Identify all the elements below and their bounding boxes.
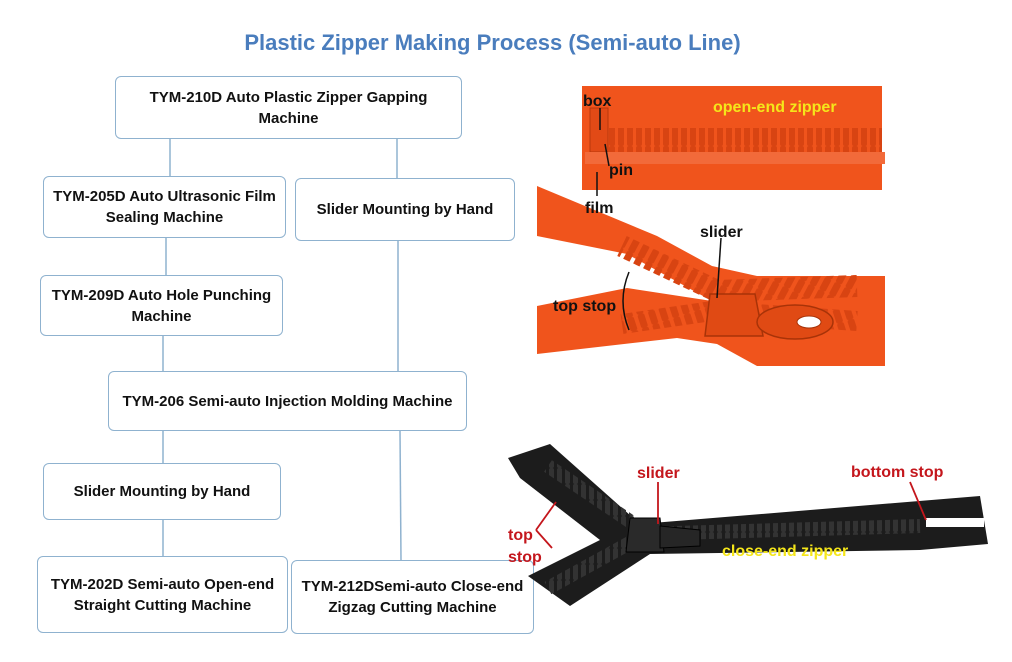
label-top-stop-line1: top — [508, 527, 533, 544]
process-box-slider-mounting-left: Slider Mounting by Hand — [43, 463, 281, 520]
label-top-stop: top stop — [553, 298, 616, 315]
open-end-upper-teeth — [617, 236, 858, 303]
process-box-zigzag-cutting: TYM-212DSemi-auto Close-end Zigzag Cutti… — [291, 560, 534, 634]
caption-open-end-zipper: open-end zipper — [713, 99, 837, 116]
bottom-stop-gap — [926, 518, 984, 527]
close-end-zipper-photo: slider bottom stop top stop close-end zi… — [508, 444, 988, 606]
caption-close-end-zipper: close-end zipper — [722, 543, 848, 560]
label-film: film — [585, 200, 613, 217]
open-end-top-teeth — [595, 128, 882, 152]
zipper-film — [585, 152, 885, 164]
page-title: Plastic Zipper Making Process (Semi-auto… — [244, 30, 741, 55]
process-box-straight-cutting: TYM-202D Semi-auto Open-end Straight Cut… — [37, 556, 288, 633]
process-box-injection-molding: TYM-206 Semi-auto Injection Molding Mach… — [108, 371, 467, 431]
process-box-hole-punching: TYM-209D Auto Hole Punching Machine — [40, 275, 283, 336]
process-box-gapping: TYM-210D Auto Plastic Zipper Gapping Mac… — [115, 76, 462, 139]
label-close-end-slider: slider — [637, 465, 680, 482]
close-end-slider-pull — [659, 525, 701, 549]
process-box-slider-mounting-right: Slider Mounting by Hand — [295, 178, 515, 241]
label-pin: pin — [609, 162, 633, 179]
connector-injection-to-zigzag — [399, 430, 402, 561]
label-box: box — [583, 93, 612, 110]
open-end-slider-body — [704, 293, 764, 337]
close-end-slider-body — [625, 517, 665, 553]
process-box-film-sealing: TYM-205D Auto Ultrasonic Film Sealing Ma… — [43, 176, 286, 238]
label-open-end-slider: slider — [700, 224, 743, 241]
label-bottom-stop: bottom stop — [851, 464, 944, 481]
open-end-zipper-photo: box pin film slider top stop open-end zi… — [537, 86, 885, 366]
label-top-stop-line2: stop — [508, 549, 542, 566]
open-end-slider-pull — [756, 304, 834, 340]
